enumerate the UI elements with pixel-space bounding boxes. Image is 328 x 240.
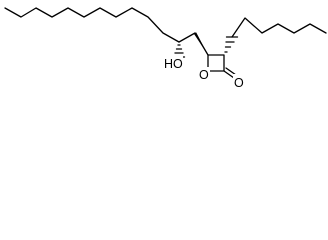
- ring-oxygen-label: O: [199, 68, 209, 82]
- linker-chain: [178, 32, 209, 56]
- carbonyl-oxygen-label: O: [234, 76, 244, 90]
- hashed-wedge-hexyl: [224, 36, 239, 53]
- hydroxyl-label-bg: [163, 56, 183, 70]
- carbonyl-double-bond: [223, 67, 237, 79]
- ring-oxygen-label-bg: [198, 67, 210, 81]
- chemical-structure: HO O O: [4, 7, 327, 90]
- wedge-bond-linker: [193, 32, 208, 55]
- lactone-ring: [207, 54, 225, 72]
- dodecyl-chain: [4, 7, 180, 43]
- hydroxyl-label: HO: [164, 57, 183, 71]
- carbonyl-oxygen-label-bg: [233, 74, 245, 88]
- hexyl-chain: [231, 17, 327, 38]
- hashed-wedge-hydroxyl: [172, 44, 186, 58]
